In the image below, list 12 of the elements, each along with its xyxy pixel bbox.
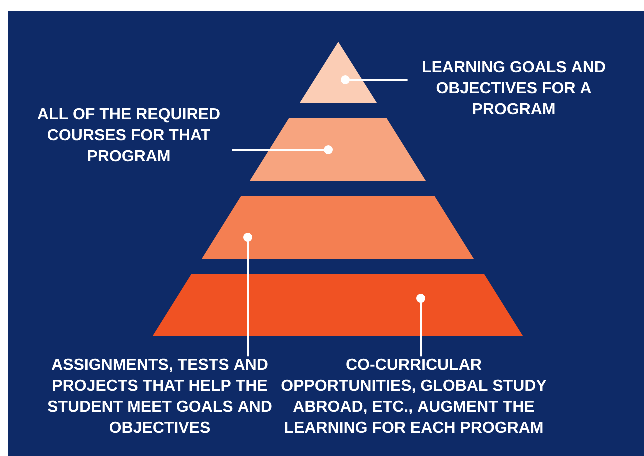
- leader-line: [244, 233, 252, 357]
- pyramid-tier: [250, 118, 426, 181]
- label-text: LEARNING GOALS AND OBJECTIVES FOR A PROGRAM: [423, 61, 606, 115]
- leader-line: [416, 294, 426, 357]
- pyramid-tier: [202, 196, 474, 259]
- leader-line: [341, 76, 408, 84]
- pyramid-top: [300, 42, 377, 103]
- leader-line: [232, 146, 333, 154]
- label-text: ASSIGNMENTS, TESTS AND PROJECTS THAT HELP THE STUDENT MEET GOALS AND OBJECTIVES: [48, 358, 272, 434]
- label-text: CO-CURRICULAR OPPORTUNITIES, GLOBAL STUDY ABROAD, ETC., AUGMENT THE LEARNING FOR EACH PROGRAM: [282, 358, 547, 434]
- label-text: ALL OF THE REQUIRED COURSES FOR THAT PROGRAM: [38, 108, 220, 162]
- pyramid-tier: [153, 274, 523, 336]
